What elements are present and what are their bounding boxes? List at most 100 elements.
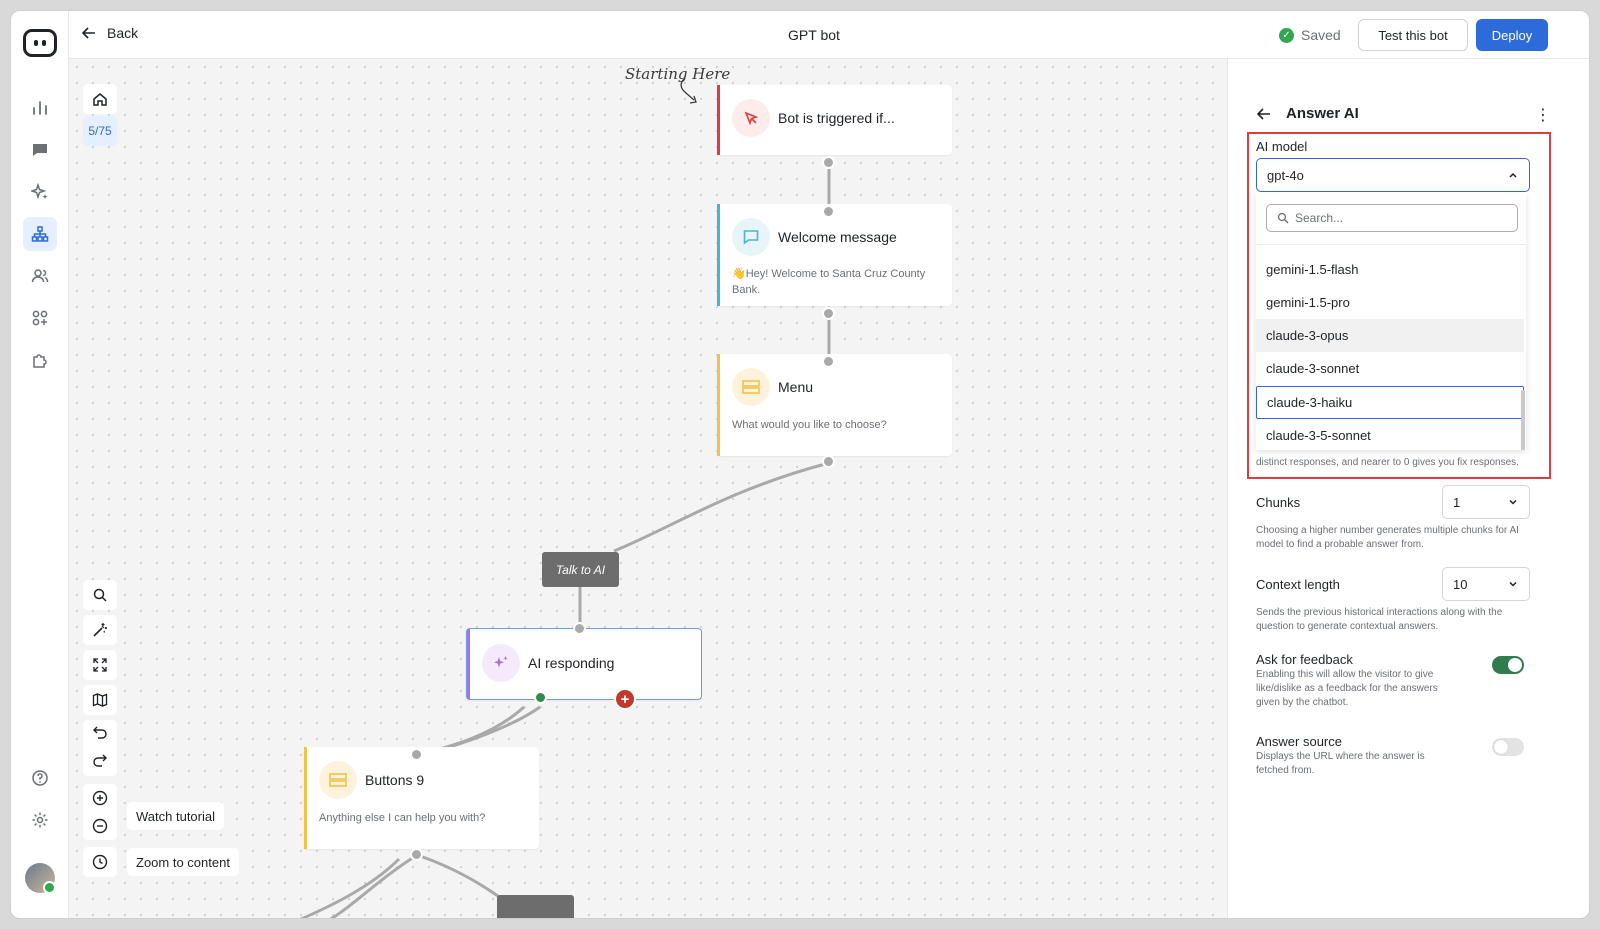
input-port[interactable] <box>573 622 586 635</box>
flow-icon[interactable] <box>23 217 57 251</box>
bot-name: GPT bot <box>788 27 840 43</box>
model-option[interactable]: claude-3-5-sonnet <box>1266 428 1371 443</box>
deploy-button[interactable]: Deploy <box>1476 19 1548 51</box>
success-port[interactable] <box>534 691 547 704</box>
node-accent-bar <box>717 85 720 155</box>
search-icon <box>93 588 107 602</box>
minimap-button[interactable] <box>83 685 117 715</box>
answer-source-hint: Displays the URL where the answer is fet… <box>1256 751 1425 776</box>
dropdown-scrollbar[interactable] <box>1521 390 1525 450</box>
undo-icon[interactable] <box>92 724 108 743</box>
back-button[interactable]: Back <box>81 25 138 41</box>
chunks-select[interactable]: 1 <box>1442 485 1530 519</box>
model-option[interactable]: gemini-1.5-flash <box>1266 262 1359 277</box>
search-icon <box>1277 212 1289 224</box>
map-icon <box>92 693 108 707</box>
welcome-message-node[interactable]: Welcome message 👋Hey! Welcome to Santa C… <box>717 204 952 306</box>
undo-redo-group <box>83 720 117 776</box>
node-title: Menu <box>778 379 814 395</box>
magic-wand-icon <box>93 623 107 637</box>
test-bot-button[interactable]: Test this bot <box>1358 19 1468 51</box>
ai-model-value: gpt-4o <box>1267 167 1304 183</box>
panel-title: Answer AI <box>1286 105 1359 122</box>
check-circle-icon: ✓ <box>1279 27 1294 43</box>
users-icon[interactable] <box>23 259 57 293</box>
zoom-out-icon[interactable] <box>92 818 108 837</box>
node-title: Welcome message <box>778 229 897 245</box>
sparkles-icon[interactable] <box>23 175 57 209</box>
menu-list-icon <box>732 368 770 406</box>
feedback-label: Ask for feedback <box>1256 652 1353 667</box>
trigger-node[interactable]: Bot is triggered if... <box>717 85 952 155</box>
menu-node[interactable]: Menu What would you like to choose? <box>717 354 952 456</box>
annotation-arrow <box>680 78 695 101</box>
left-sidebar <box>11 11 69 918</box>
ai-model-select[interactable]: gpt-4o <box>1256 158 1530 192</box>
node-title: Buttons 9 <box>365 772 425 788</box>
ai-model-label: AI model <box>1256 139 1308 154</box>
partial-chip[interactable] <box>497 895 574 918</box>
search-canvas-button[interactable] <box>83 580 117 610</box>
zoom-to-content-button[interactable]: Zoom to content <box>127 848 239 876</box>
analytics-icon[interactable] <box>23 91 57 125</box>
home-button[interactable] <box>83 84 117 114</box>
answer-source-toggle[interactable] <box>1492 738 1524 756</box>
model-dropdown-list: Search... gemini-1.5-flash gemini-1.5-pr… <box>1256 192 1526 450</box>
chat-bubble-icon <box>732 218 770 256</box>
node-accent-bar <box>717 354 720 456</box>
more-options-icon[interactable]: ⋮ <box>1535 107 1551 124</box>
chunks-value: 1 <box>1453 494 1461 510</box>
answer-source-label: Answer source <box>1256 734 1342 749</box>
ai-responding-node[interactable]: AI responding <box>466 628 702 700</box>
arrow-left-icon[interactable] <box>1256 106 1272 122</box>
input-port[interactable] <box>822 355 835 368</box>
flow-canvas[interactable]: 5/75 Starting Here <box>69 59 1227 918</box>
model-option[interactable]: gemini-1.5-pro <box>1266 295 1350 310</box>
app-window: Back GPT bot ✓ Saved Test this bot Deplo… <box>10 10 1590 919</box>
talk-to-ai-chip[interactable]: Talk to AI <box>542 552 619 587</box>
avatar[interactable] <box>25 863 56 894</box>
model-search-input[interactable]: Search... <box>1266 204 1518 232</box>
output-port[interactable] <box>822 455 835 468</box>
clock-icon <box>92 854 108 870</box>
model-option[interactable]: claude-3-sonnet <box>1266 361 1360 376</box>
saved-label: Saved <box>1301 27 1341 43</box>
input-port[interactable] <box>410 748 423 761</box>
panel-header: Answer AI <box>1256 105 1359 122</box>
starting-here-annotation: Starting Here <box>625 65 731 83</box>
home-icon <box>93 93 107 106</box>
back-label: Back <box>107 25 139 41</box>
search-placeholder: Search... <box>1295 211 1344 225</box>
magic-wand-button[interactable] <box>83 615 117 645</box>
temperature-hint: distinct responses, and nearer to 0 give… <box>1256 457 1519 468</box>
expand-icon <box>93 658 107 672</box>
apps-icon[interactable] <box>23 301 57 335</box>
app-logo[interactable] <box>23 29 57 57</box>
context-length-select[interactable]: 10 <box>1442 567 1530 601</box>
output-port[interactable] <box>822 156 835 169</box>
watch-tutorial-button[interactable]: Watch tutorial <box>127 802 224 830</box>
help-icon[interactable] <box>23 761 57 795</box>
add-node-button[interactable]: + <box>614 688 636 710</box>
zoom-in-icon[interactable] <box>92 790 108 809</box>
node-title: AI responding <box>528 655 615 671</box>
node-title: Bot is triggered if... <box>778 110 895 126</box>
input-port[interactable] <box>822 205 835 218</box>
settings-icon[interactable] <box>23 803 57 837</box>
redo-icon[interactable] <box>92 752 108 771</box>
output-port[interactable] <box>410 848 423 861</box>
model-option[interactable]: claude-3-opus <box>1256 319 1524 352</box>
feedback-hint: Enabling this will allow the visitor to … <box>1256 669 1438 708</box>
fit-screen-button[interactable] <box>83 650 117 680</box>
history-button[interactable] <box>83 847 117 877</box>
buttons-node[interactable]: Buttons 9 Anything else I can help you w… <box>304 747 539 849</box>
chunks-label: Chunks <box>1256 495 1301 510</box>
zoom-group <box>83 784 117 840</box>
output-port[interactable] <box>822 307 835 320</box>
puzzle-icon[interactable] <box>23 343 57 377</box>
node-counter: 5/75 <box>83 116 117 146</box>
model-option[interactable]: claude-3-haiku <box>1256 386 1524 419</box>
context-length-hint: Sends the previous historical interactio… <box>1256 607 1503 632</box>
chat-icon[interactable] <box>23 133 57 167</box>
feedback-toggle[interactable] <box>1492 656 1524 674</box>
